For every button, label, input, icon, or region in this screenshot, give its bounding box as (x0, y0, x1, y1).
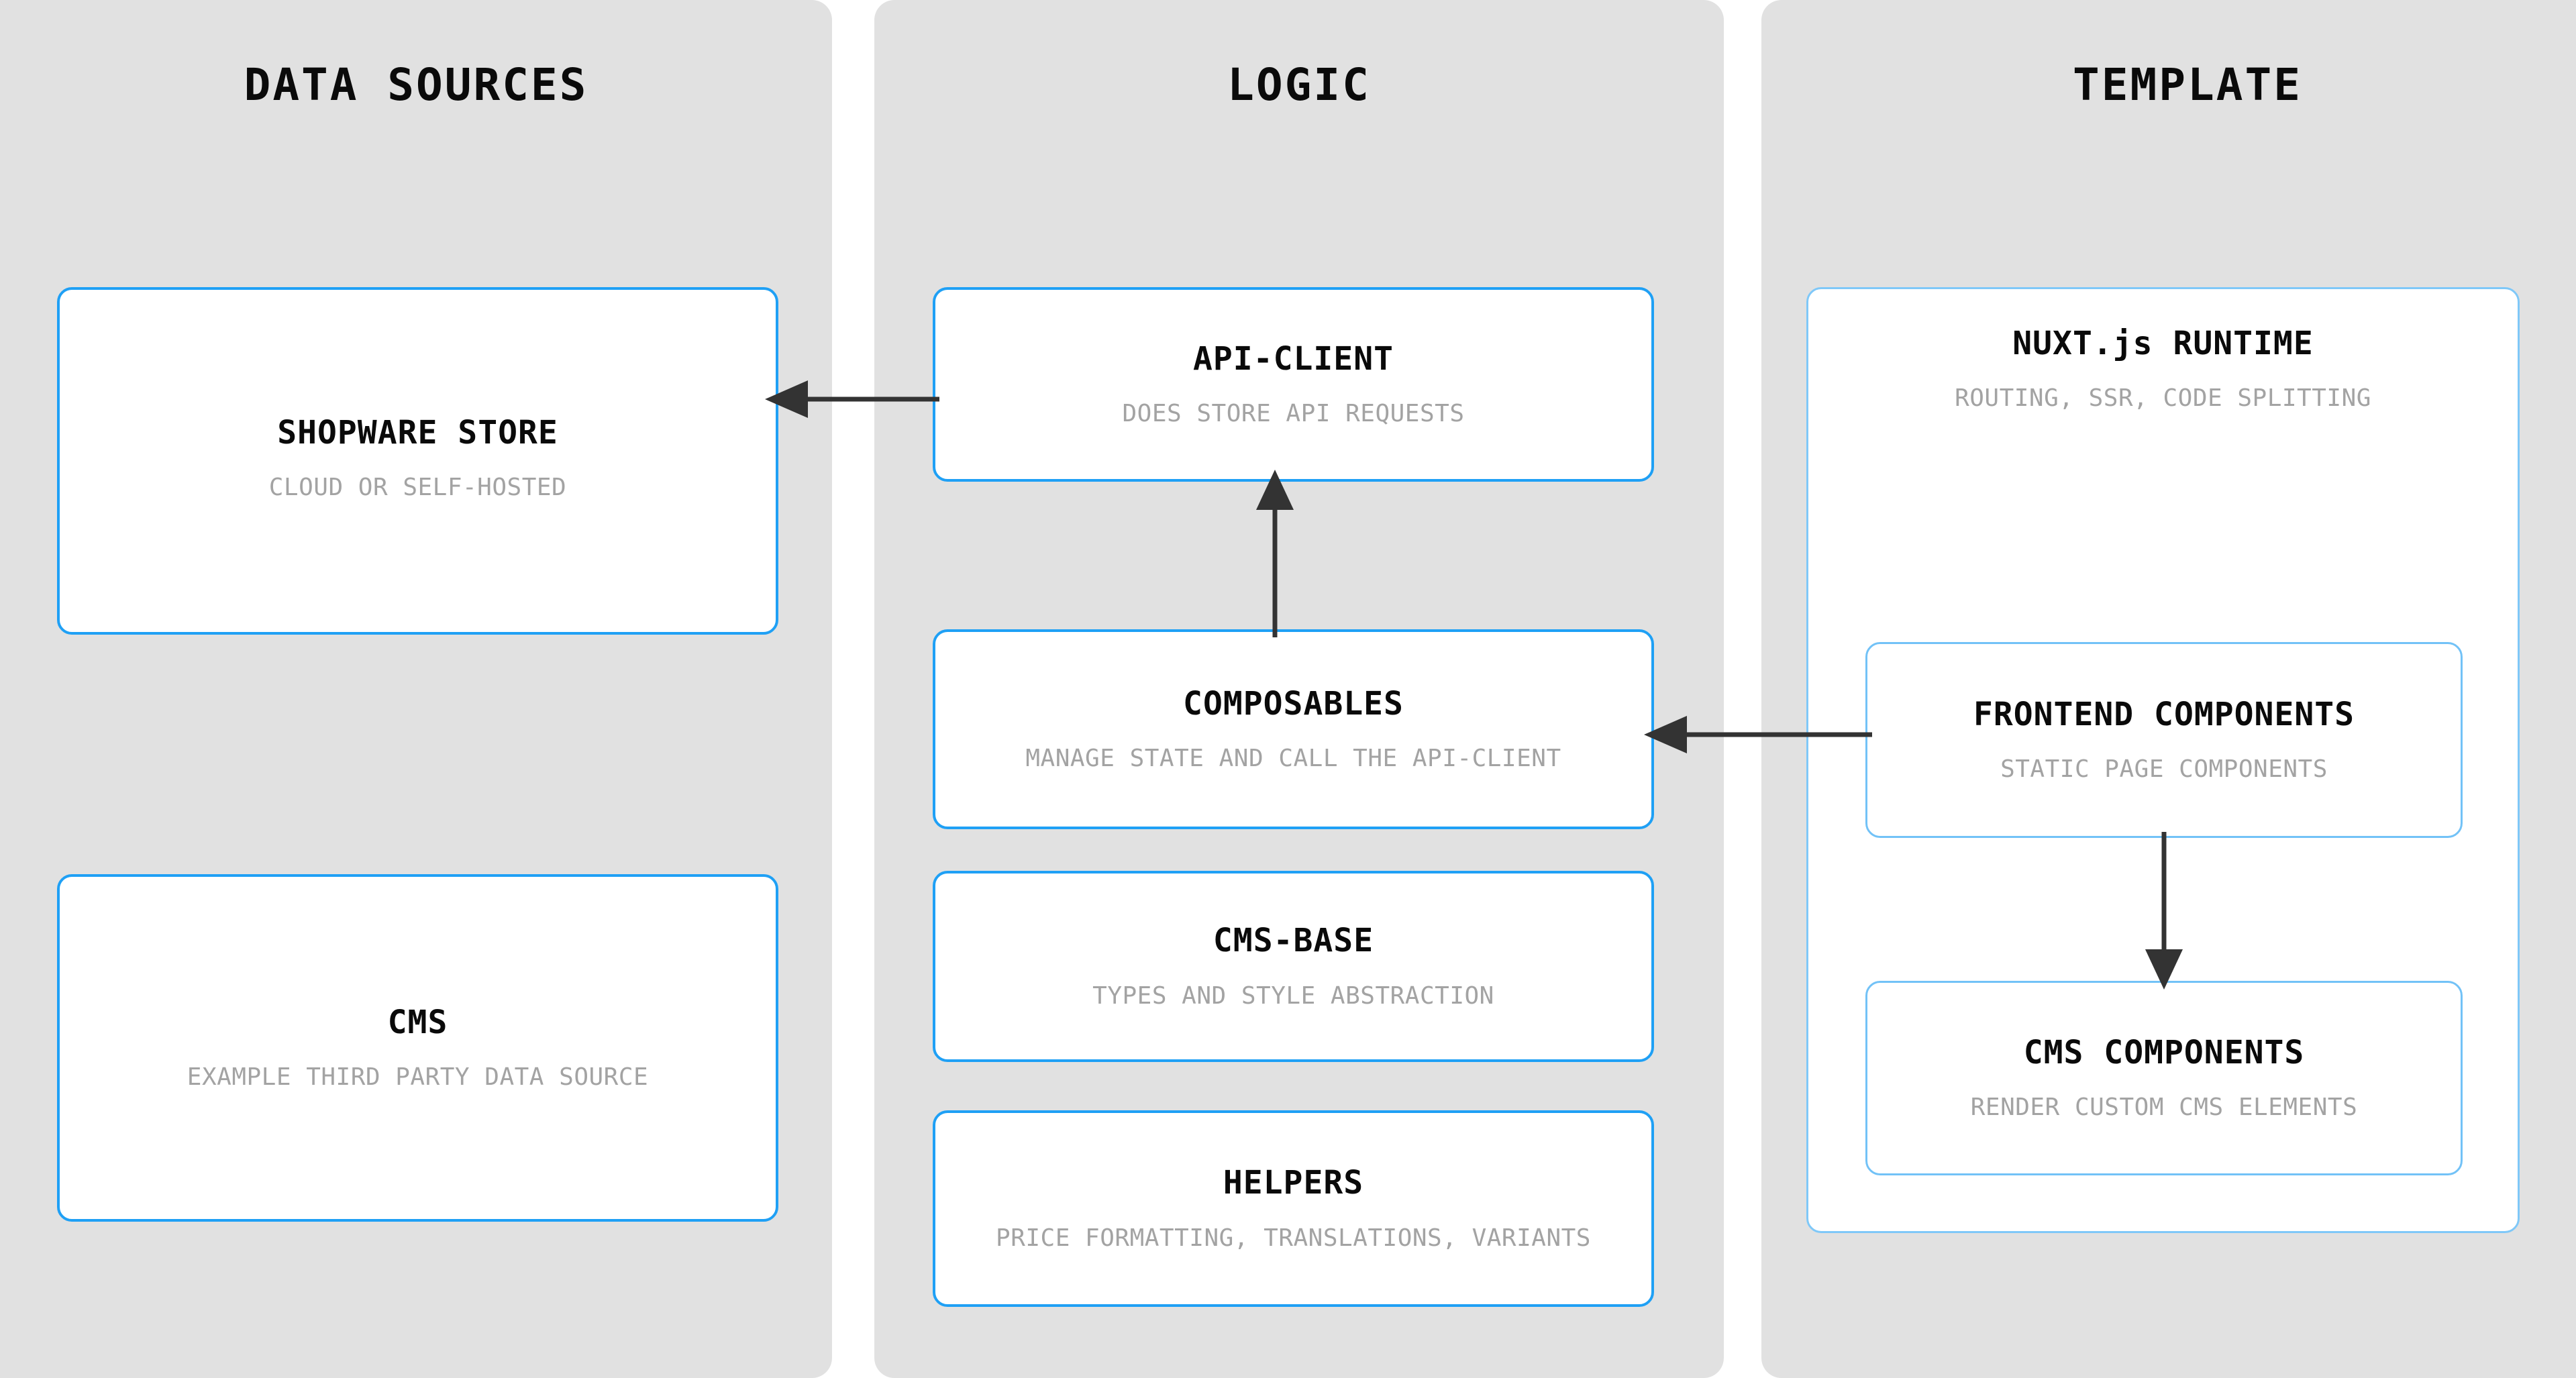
column-title-logic: LOGIC (1227, 59, 1371, 111)
node-title-cms-base: CMS-BASE (1213, 922, 1374, 960)
node-subtitle-api-client: DOES STORE API REQUESTS (1122, 400, 1465, 428)
node-cms-components[interactable]: CMS COMPONENTS RENDER CUSTOM CMS ELEMENT… (1865, 981, 2463, 1175)
node-title-api-client: API-CLIENT (1193, 339, 1394, 378)
node-title-composables: COMPOSABLES (1183, 684, 1404, 723)
node-title-helpers: HELPERS (1223, 1164, 1364, 1202)
node-shopware-store[interactable]: SHOPWARE STORE CLOUD OR SELF-HOSTED (57, 287, 778, 635)
node-subtitle-nuxt-runtime: ROUTING, SSR, CODE SPLITTING (1955, 384, 2371, 413)
node-title-nuxt-runtime: NUXT.js RUNTIME (2012, 325, 2314, 362)
node-title-cms: CMS (387, 1003, 448, 1041)
node-api-client[interactable]: API-CLIENT DOES STORE API REQUESTS (933, 287, 1654, 482)
node-subtitle-shopware-store: CLOUD OR SELF-HOSTED (268, 474, 567, 502)
node-title-shopware-store: SHOPWARE STORE (277, 413, 558, 452)
node-frontend-components[interactable]: FRONTEND COMPONENTS STATIC PAGE COMPONEN… (1865, 642, 2463, 838)
node-helpers[interactable]: HELPERS PRICE FORMATTING, TRANSLATIONS, … (933, 1110, 1654, 1307)
node-composables[interactable]: COMPOSABLES MANAGE STATE AND CALL THE AP… (933, 629, 1654, 829)
column-title-data-sources: DATA SOURCES (244, 59, 588, 111)
node-title-frontend-components: FRONTEND COMPONENTS (1973, 695, 2355, 733)
node-subtitle-frontend-components: STATIC PAGE COMPONENTS (2000, 755, 2328, 784)
node-subtitle-cms-base: TYPES AND STYLE ABSTRACTION (1092, 982, 1494, 1010)
node-cms-base[interactable]: CMS-BASE TYPES AND STYLE ABSTRACTION (933, 871, 1654, 1062)
node-subtitle-cms: EXAMPLE THIRD PARTY DATA SOURCE (187, 1063, 649, 1092)
node-cms[interactable]: CMS EXAMPLE THIRD PARTY DATA SOURCE (57, 874, 778, 1222)
node-subtitle-composables: MANAGE STATE AND CALL THE API-CLIENT (1025, 745, 1561, 773)
column-title-template: TEMPLATE (2073, 59, 2302, 111)
node-subtitle-cms-components: RENDER CUSTOM CMS ELEMENTS (1970, 1094, 2358, 1122)
node-title-cms-components: CMS COMPONENTS (2023, 1033, 2305, 1071)
node-subtitle-helpers: PRICE FORMATTING, TRANSLATIONS, VARIANTS (996, 1224, 1591, 1252)
